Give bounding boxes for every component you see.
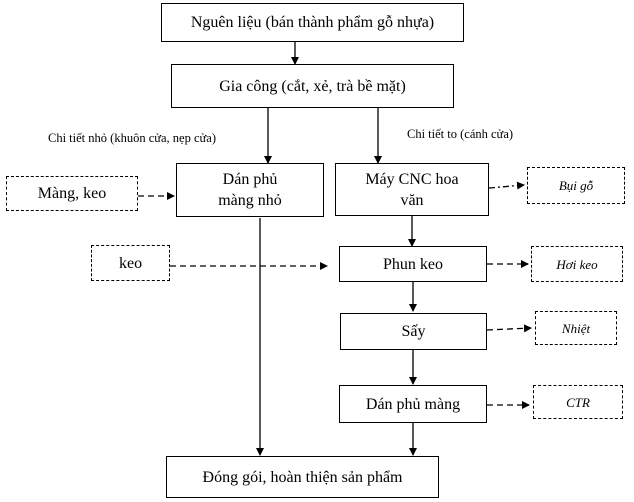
node-spray-glue: Phun keo [339,246,487,282]
label-large-parts: Chi tiết to (cánh cửa) [407,127,514,141]
output-solid-waste: CTR [533,385,623,419]
output-glue-fumes: Hơi keo [531,246,623,282]
node-small-lamination: Dán phủ màng nhỏ [176,163,324,217]
input-film-glue: Màng, keo [6,176,138,211]
output-heat: Nhiệt [535,311,617,345]
node-packaging: Đóng gói, hoàn thiện sản phẩm [166,456,439,498]
arrow-heat-out [486,324,532,333]
node-cnc-machine: Máy CNC hoa văn [335,163,489,216]
node-lamination: Dán phủ màng [339,385,487,423]
input-glue: keo [91,245,170,281]
output-wood-dust: Bụi gỗ [527,167,625,204]
arrow-dust-out [488,181,525,190]
node-raw-material: Nguên liệu (bán thành phẩm gỗ nhựa) [161,3,464,42]
node-processing: Gia công (cắt, xẻ, trà bề mặt) [171,64,454,108]
label-small-parts: Chi tiết nhỏ (khuôn cửa, nẹp cửa) [48,131,217,145]
node-drying: Sấy [340,313,487,350]
